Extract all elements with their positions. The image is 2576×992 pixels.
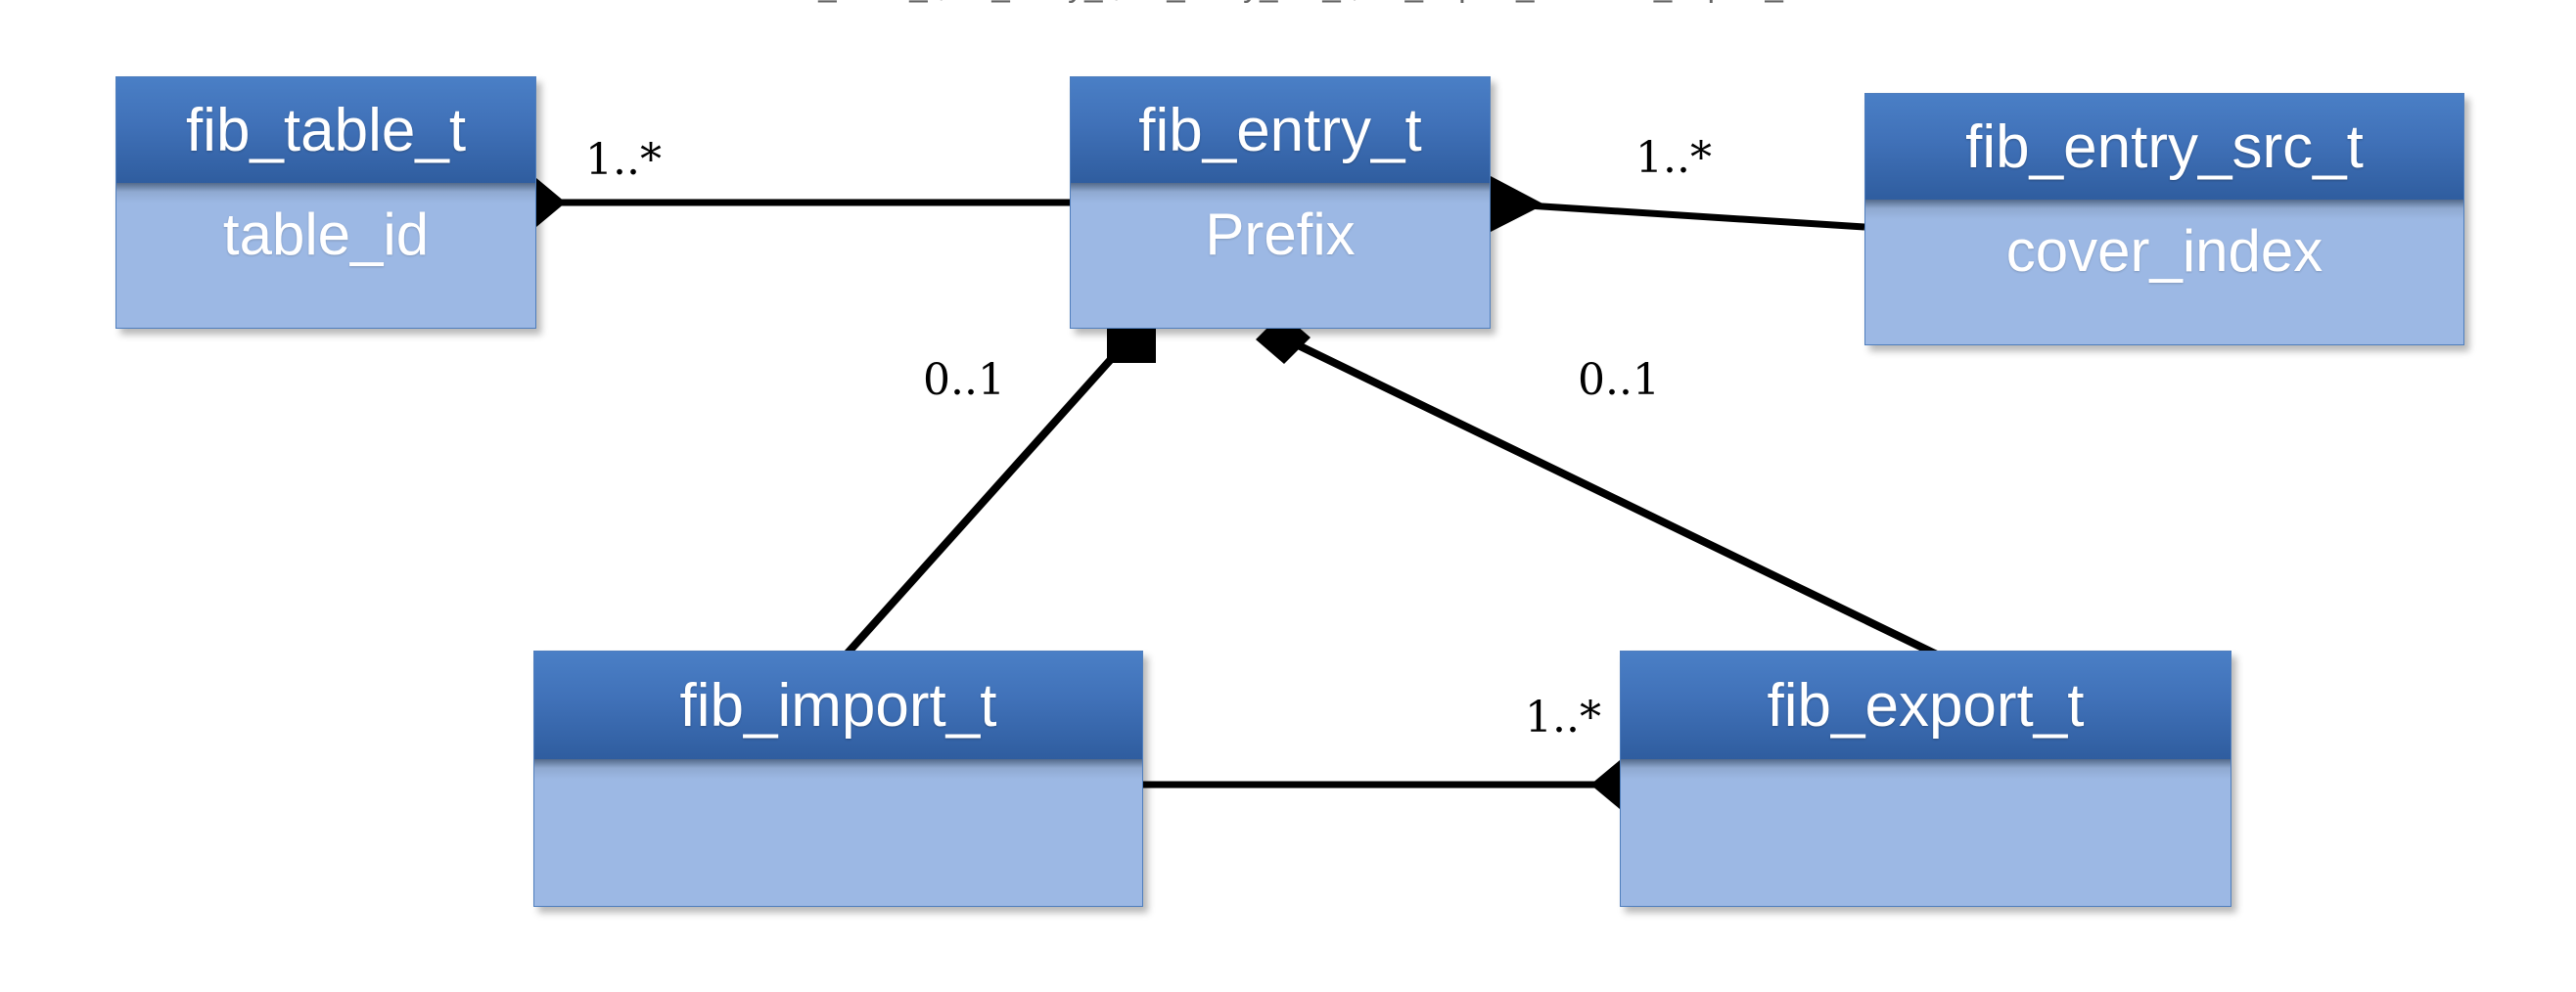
class-name-fib-table-t: fib_table_t [185, 96, 467, 164]
class-header-fib-export-t: fib_export_t [1621, 652, 2231, 759]
class-header-fib-entry-src-t: fib_entry_src_t [1865, 94, 2463, 200]
multiplicity-table-entry: 1..* [585, 135, 662, 185]
multiplicity-entry-src: 1..* [1635, 133, 1712, 183]
class-header-fib-entry-t: fib_entry_t [1071, 77, 1490, 183]
class-attribute-fib-entry-t: Prefix [1205, 202, 1356, 267]
class-box-fib-table-t[interactable]: fib_table_t table_id [115, 76, 536, 329]
class-box-fib-import-t[interactable]: fib_import_t [533, 651, 1143, 907]
class-header-fib-import-t: fib_import_t [534, 652, 1142, 759]
filled-arrow-entry-end [1491, 176, 1544, 232]
class-body-fib-import-t [534, 759, 1142, 906]
class-attribute-fib-table-t: table_id [222, 202, 430, 267]
multiplicity-import-export: 1..* [1525, 693, 1601, 743]
class-name-fib-entry-t: fib_entry_t [1138, 96, 1422, 164]
edge-table-to-entry [507, 178, 1070, 227]
class-body-fib-export-t [1621, 759, 2231, 906]
edge-import-to-export [1143, 760, 1649, 809]
class-box-fib-export-t[interactable]: fib_export_t [1620, 651, 2231, 907]
multiplicity-export-entry: 0..1 [1578, 355, 1660, 405]
class-name-fib-import-t: fib_import_t [679, 671, 997, 740]
class-box-fib-entry-src-t[interactable]: fib_entry_src_t cover_index [1864, 93, 2464, 345]
edge-line-entry-src [1511, 201, 1865, 231]
class-name-fib-export-t: fib_export_t [1767, 671, 2085, 740]
class-body-fib-entry-t: Prefix [1071, 183, 1490, 328]
class-header-fib-table-t: fib_table_t [116, 77, 535, 183]
clipped-title-text: fib_table_t, fib_entry_t, fib_entry_src_… [0, 0, 2576, 6]
class-attribute-fib-entry-src-t: cover_index [2005, 218, 2323, 284]
multiplicity-import-entry: 0..1 [923, 355, 1005, 405]
class-body-fib-table-t: table_id [116, 183, 535, 328]
class-box-fib-entry-t[interactable]: fib_entry_t Prefix [1070, 76, 1491, 329]
class-name-fib-entry-src-t: fib_entry_src_t [1965, 113, 2364, 181]
edge-entry-to-src [1491, 176, 1865, 232]
class-body-fib-entry-src-t: cover_index [1865, 200, 2463, 344]
